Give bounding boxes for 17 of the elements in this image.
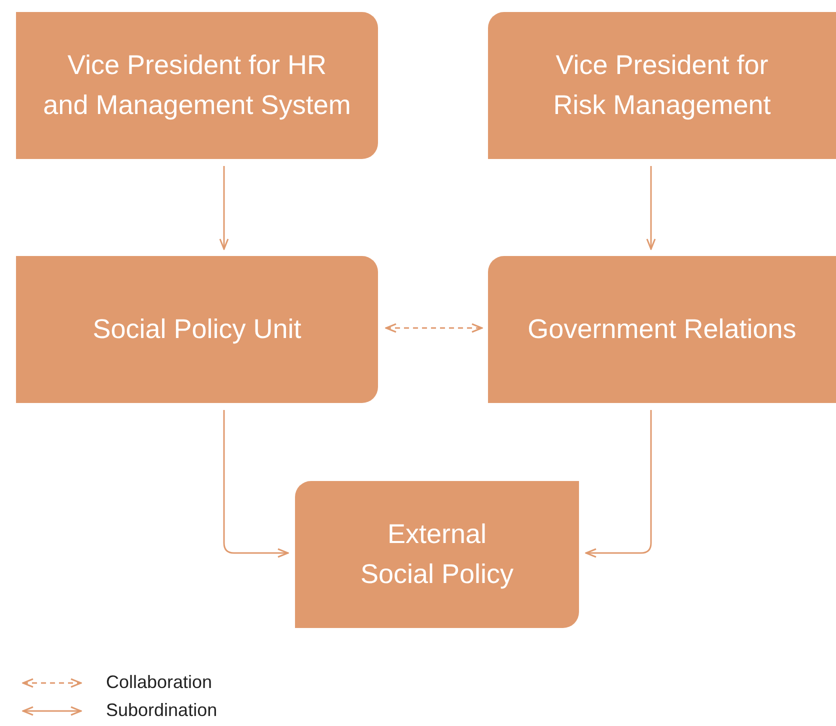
org-unit-box [488,12,836,159]
legend-label: Collaboration [106,672,212,693]
unit-title: Government Relations [528,312,796,346]
unit-title: Social Policy Unit [92,312,302,346]
arrow [585,410,652,558]
org-unit-box [16,256,378,403]
arrow [219,166,229,250]
unit-title: Vice President for Risk Management [552,49,772,122]
legend-label: Subordination [106,700,218,721]
arrow [646,166,656,250]
org-unit-box [16,12,378,159]
arrow [385,323,483,333]
org-unit-box [295,481,579,628]
arrow [223,410,289,558]
org-unit-box [488,256,836,403]
unit-title: Vice President for HR and Management System [42,49,352,122]
unit-title: External Social Policy [359,518,515,591]
